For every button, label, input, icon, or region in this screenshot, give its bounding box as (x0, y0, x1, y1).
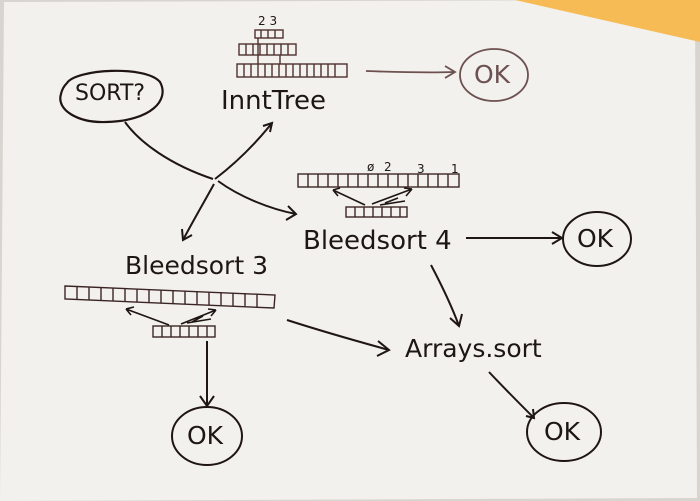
innttree-marks: 2 3 (258, 14, 278, 28)
arrow-arrays-to-ok (488, 371, 535, 419)
arrow-junction-to-innttree (214, 122, 273, 180)
innttree-label: InntTree (221, 86, 326, 116)
arrow-junction-to-bleedsort3 (182, 183, 215, 241)
arrow-junction-to-bleedsort4 (217, 180, 297, 215)
sort-node-outline (59, 69, 164, 124)
ok-label-left: OK (187, 421, 224, 450)
faded-arrow-head (444, 65, 457, 79)
ok-label-right: OK (577, 224, 614, 253)
ok-node-left-outline (171, 406, 243, 466)
bleedsort4-array-stack (297, 173, 460, 218)
bleedsort3-label: Bleedsort 3 (125, 251, 268, 280)
sort-question-label: SORT? (75, 81, 146, 106)
bleedsort3-swap-arrows (125, 306, 217, 326)
bleedsort4-swap-arrows (332, 187, 413, 206)
highlight-corner (515, 0, 700, 42)
arrow-bleedsort4-to-arrays (430, 264, 460, 327)
arrow-head-innttree (262, 121, 274, 133)
arrow-head-arrays-from-4 (449, 313, 463, 328)
arrow-head-bleedsort4-ok (551, 231, 564, 245)
arrow-head-arrays-ok (525, 408, 536, 420)
faded-arrow-to-ok (365, 70, 456, 74)
arrow-head-bleedsort3 (181, 228, 193, 242)
bleedsort4-mark-2: 2 (384, 160, 392, 174)
bleedsort3-array-stack (64, 285, 276, 338)
bleedsort4-mark-0: ø (367, 160, 375, 174)
arrow-head-bleedsort4 (285, 205, 298, 221)
ok-node-right-outline (562, 211, 632, 267)
arrow-sort-to-junction (124, 121, 214, 180)
ok-label-top: OK (474, 60, 511, 89)
innttree-array-stack (236, 29, 348, 78)
arrow-bleedsort3-to-arrays (286, 319, 390, 351)
bleedsort4-mark-3: 3 (417, 162, 425, 176)
bleedsort4-label: Bleedsort 4 (303, 226, 452, 256)
bleedsort4-mark-1: 1 (451, 162, 459, 176)
arrow-head-arrays-from-3 (376, 340, 391, 357)
arrays-sort-label: Arrays.sort (405, 334, 542, 363)
ok-node-bottom-outline (526, 402, 602, 462)
ok-node-top-outline (459, 48, 529, 102)
ok-label-bottom: OK (544, 417, 581, 446)
